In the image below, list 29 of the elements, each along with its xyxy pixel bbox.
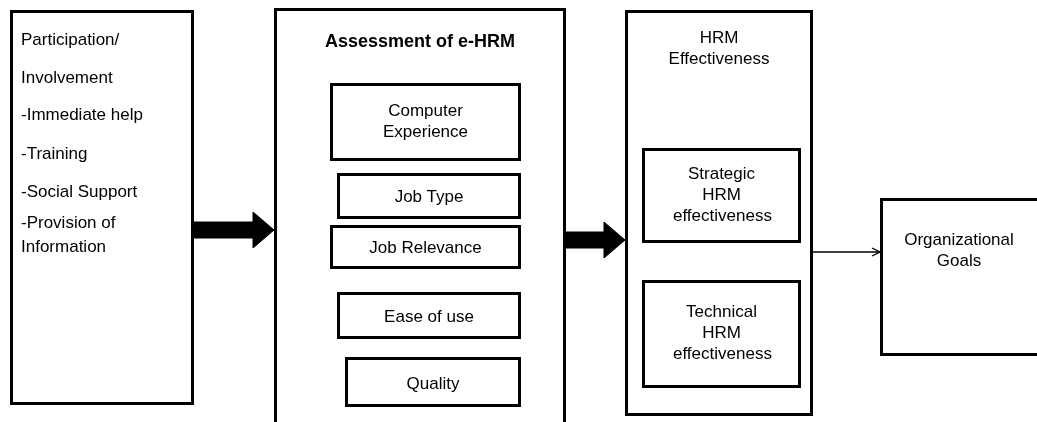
arrow: [193, 211, 275, 249]
box-text: Participation/ Involvement: [21, 29, 121, 89]
text-box: [880, 198, 1037, 356]
heading: Assessment of e-HRM: [323, 31, 516, 52]
box-text: -Immediate help: [21, 104, 144, 126]
box-text: Technical HRM effectiveness: [673, 301, 770, 364]
box-text: HRM Effectiveness: [667, 27, 771, 69]
box-text: Job Relevance: [368, 237, 483, 258]
text-box: [625, 10, 813, 416]
box-text: Quality: [405, 373, 461, 394]
text-box: [642, 148, 801, 243]
box-text: Strategic HRM effectiveness: [673, 163, 770, 226]
box-text: -Social Support: [21, 181, 139, 203]
text-box: [330, 83, 521, 161]
box-text: Organizational Goals: [903, 229, 1015, 271]
arrow: [565, 221, 626, 259]
text-box: [345, 357, 521, 407]
box-text: -Provision of Information: [21, 212, 117, 258]
box-text: Computer Experience: [381, 100, 470, 142]
box-text: Job Type: [393, 186, 465, 207]
text-box: [337, 173, 521, 219]
arrow: [812, 247, 881, 257]
text-box: [274, 8, 566, 422]
text-box: [10, 10, 194, 405]
box-text: Ease of use: [383, 306, 475, 327]
box-text: -Training: [21, 143, 89, 165]
text-box: [337, 292, 521, 339]
text-box: [330, 225, 521, 269]
text-box: [642, 280, 801, 388]
